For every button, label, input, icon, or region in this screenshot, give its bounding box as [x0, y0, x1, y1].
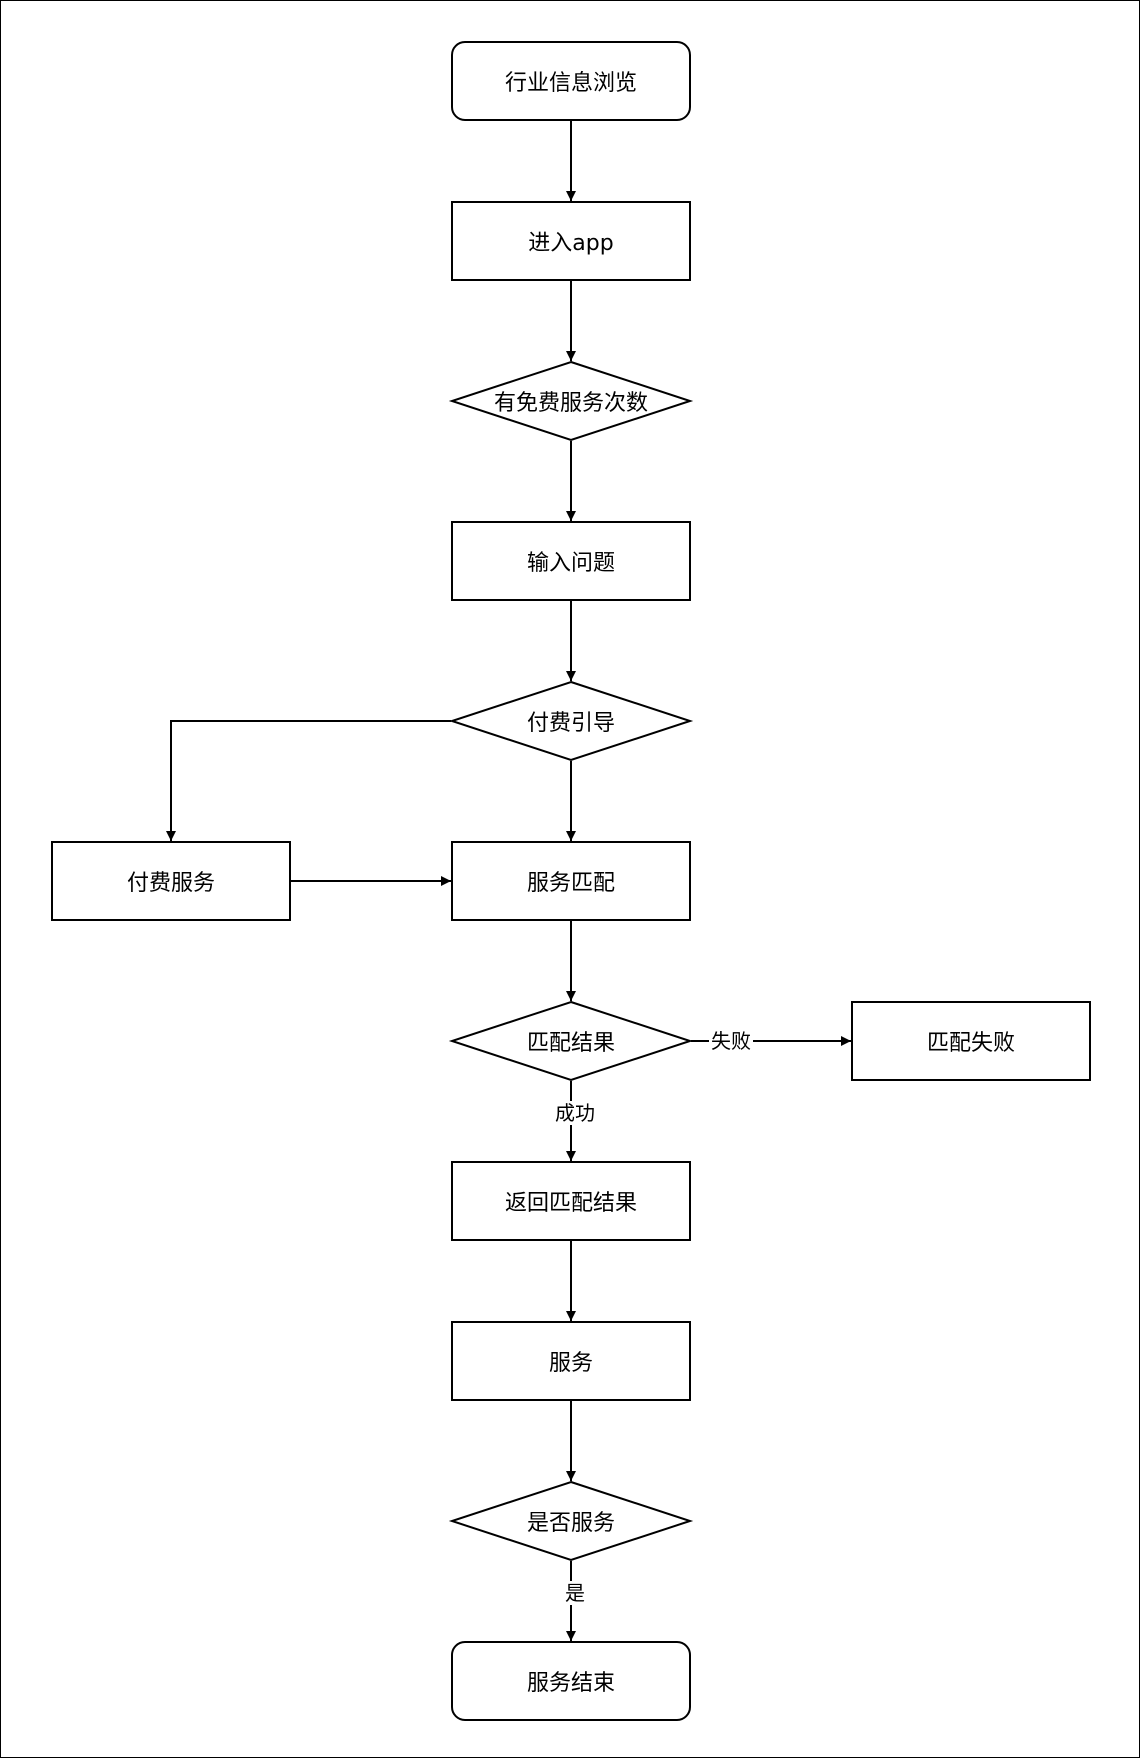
- node-service-end: 服务结束: [451, 1641, 691, 1721]
- decision-pay-guide-label: 付费引导: [526, 711, 615, 736]
- decision-pay-guide: 付费引导: [448, 680, 694, 762]
- decision-free-quota-label: 有免费服务次数: [493, 391, 648, 416]
- node-service-match: 服务匹配: [451, 841, 691, 921]
- node-input-question-label: 输入问题: [526, 551, 615, 576]
- node-browse-label: 行业信息浏览: [504, 71, 637, 96]
- node-enter-app: 进入app: [451, 201, 691, 281]
- decision-whether-service-shape: [448, 1480, 694, 1562]
- node-service-end-label: 服务结束: [526, 1671, 615, 1696]
- node-enter-app-label: 进入app: [528, 231, 614, 256]
- node-input-question: 输入问题: [451, 521, 691, 601]
- node-return-result: 返回匹配结果: [451, 1161, 691, 1241]
- node-service-match-label: 服务匹配: [526, 871, 615, 896]
- decision-free-quota: 有免费服务次数: [448, 360, 694, 442]
- edge-label-yes: 是: [563, 1581, 587, 1605]
- node-browse: 行业信息浏览: [451, 41, 691, 121]
- node-paid-service: 付费服务: [51, 841, 291, 921]
- decision-match-result-shape: [448, 1000, 694, 1082]
- decision-match-result-label: 匹配结果: [526, 1031, 615, 1056]
- node-paid-service-label: 付费服务: [126, 871, 215, 896]
- decision-whether-service: 是否服务: [448, 1480, 694, 1562]
- decision-match-result: 匹配结果: [448, 1000, 694, 1082]
- decision-free-quota-shape: [448, 360, 694, 442]
- node-match-failed: 匹配失败: [851, 1001, 1091, 1081]
- decision-pay-guide-shape: [448, 680, 694, 762]
- node-return-result-label: 返回匹配结果: [504, 1191, 637, 1216]
- edge-label-success: 成功: [553, 1101, 597, 1125]
- edge-pay-guide-to-paid-service: [166, 720, 451, 841]
- decision-whether-service-label: 是否服务: [526, 1511, 615, 1536]
- node-service-label: 服务: [548, 1351, 593, 1376]
- node-match-failed-label: 匹配失败: [926, 1031, 1015, 1056]
- node-service: 服务: [451, 1321, 691, 1401]
- edge-label-failed: 失败: [709, 1029, 753, 1053]
